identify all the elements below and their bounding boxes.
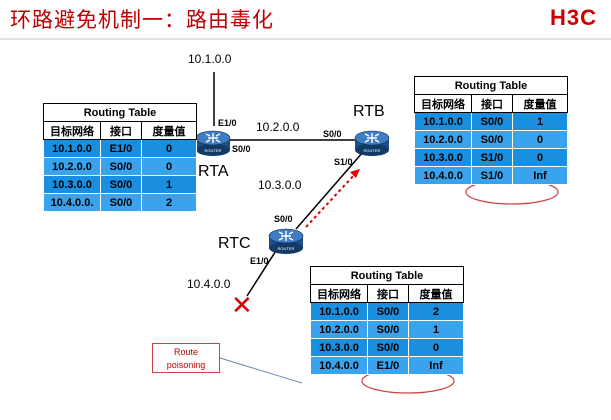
table-cell: S0/0 — [367, 320, 409, 339]
table-cell: 2 — [141, 193, 197, 212]
callout-line-2: poisoning — [166, 360, 206, 370]
callout-leader — [219, 357, 303, 384]
brand-logo: H3C — [549, 5, 597, 30]
rta-table-header: 目标网络 — [43, 121, 101, 140]
poison-arrow — [305, 172, 357, 228]
table-cell: 10.2.0.0 — [414, 130, 472, 149]
table-cell: S0/0 — [471, 130, 513, 149]
rtb-table-caption: Routing Table — [414, 76, 568, 95]
table-cell: 1 — [141, 175, 197, 194]
callout-line-1: Route — [173, 347, 199, 357]
title-divider — [0, 38, 611, 40]
table-cell: 10.3.0.0 — [414, 148, 472, 167]
table-cell: 1 — [512, 112, 568, 131]
table-cell: E1/0 — [100, 139, 142, 158]
link-rtc-bottom-net — [246, 245, 280, 297]
rtc-e1-label: E1/0 — [250, 256, 269, 266]
table-cell: 10.2.0.0 — [310, 320, 368, 339]
top-network-label: 10.1.0.0 — [188, 52, 232, 66]
route-poisoning-callout: Route poisoning — [152, 343, 220, 373]
rtc-table-header: 目标网络 — [310, 284, 368, 303]
table-cell: S0/0 — [100, 157, 142, 176]
rtc-router-badge: ROUTER — [278, 246, 295, 251]
rta-table-header: 度量值 — [141, 121, 197, 140]
table-cell: 10.2.0.0 — [43, 157, 101, 176]
table-cell: 0 — [512, 130, 568, 149]
table-cell: 10.4.0.0 — [310, 356, 368, 375]
table-cell: S0/0 — [367, 302, 409, 321]
table-cell: 10.1.0.0 — [310, 302, 368, 321]
table-cell: E1/0 — [367, 356, 409, 375]
table-cell: 10.3.0.0 — [310, 338, 368, 357]
table-cell: 0 — [141, 139, 197, 158]
rtc-name: RTC — [218, 235, 251, 252]
rta-table-header: 接口 — [100, 121, 142, 140]
rta-rtb-network-label: 10.2.0.0 — [256, 120, 300, 134]
poison-arrow-head — [350, 169, 360, 178]
table-cell: S1/0 — [471, 166, 513, 185]
rta-name: RTA — [198, 163, 229, 180]
rtc-s0-label: S0/0 — [274, 214, 293, 224]
rta-table-caption: Routing Table — [43, 103, 197, 122]
table-cell: 1 — [408, 320, 464, 339]
rtc-table-header: 度量值 — [408, 284, 464, 303]
table-cell: 10.4.0.0. — [43, 193, 101, 212]
table-cell: 10.1.0.0 — [414, 112, 472, 131]
table-cell: 0 — [408, 338, 464, 357]
table-cell: S0/0 — [100, 175, 142, 194]
rtb-table-header: 目标网络 — [414, 94, 472, 113]
page-title: 环路避免机制一：路由毒化 — [10, 8, 274, 32]
rtb-s1-label: S1/0 — [334, 157, 353, 167]
table-cell: S0/0 — [471, 112, 513, 131]
rta-router-icon: ROUTER — [195, 130, 231, 156]
title-bar: 环路避免机制一：路由毒化 H3C — [0, 0, 611, 38]
rta-router-badge: ROUTER — [205, 148, 222, 153]
link-rtb-rtc — [295, 151, 364, 230]
rta-s0-label: S0/0 — [232, 144, 251, 154]
table-cell: Inf — [408, 356, 464, 375]
table-cell: S0/0 — [367, 338, 409, 357]
table-cell: 2 — [408, 302, 464, 321]
rtb-name: RTB — [353, 103, 385, 120]
table-cell: 10.1.0.0 — [43, 139, 101, 158]
table-cell: 10.4.0.0 — [414, 166, 472, 185]
rtc-router-icon: ROUTER — [268, 228, 304, 254]
bottom-network-label: 10.4.0.0 — [187, 277, 231, 291]
rtb-table-header: 度量值 — [512, 94, 568, 113]
rtb-table-header: 接口 — [471, 94, 513, 113]
link-failure-x-icon: ✕ — [231, 291, 253, 321]
rtb-router-icon: ROUTER — [354, 130, 390, 156]
table-cell: Inf — [512, 166, 568, 185]
rtb-rtc-network-label: 10.3.0.0 — [258, 178, 302, 192]
rtc-table-caption: Routing Table — [310, 266, 464, 285]
rta-e1-label: E1/0 — [218, 118, 237, 128]
table-cell: 0 — [512, 148, 568, 167]
table-cell: 10.3.0.0 — [43, 175, 101, 194]
rtb-s0-label: S0/0 — [323, 129, 342, 139]
rtb-router-badge: ROUTER — [364, 148, 381, 153]
table-cell: 0 — [141, 157, 197, 176]
table-cell: S1/0 — [471, 148, 513, 167]
table-cell: S0/0 — [100, 193, 142, 212]
rtc-table-header: 接口 — [367, 284, 409, 303]
